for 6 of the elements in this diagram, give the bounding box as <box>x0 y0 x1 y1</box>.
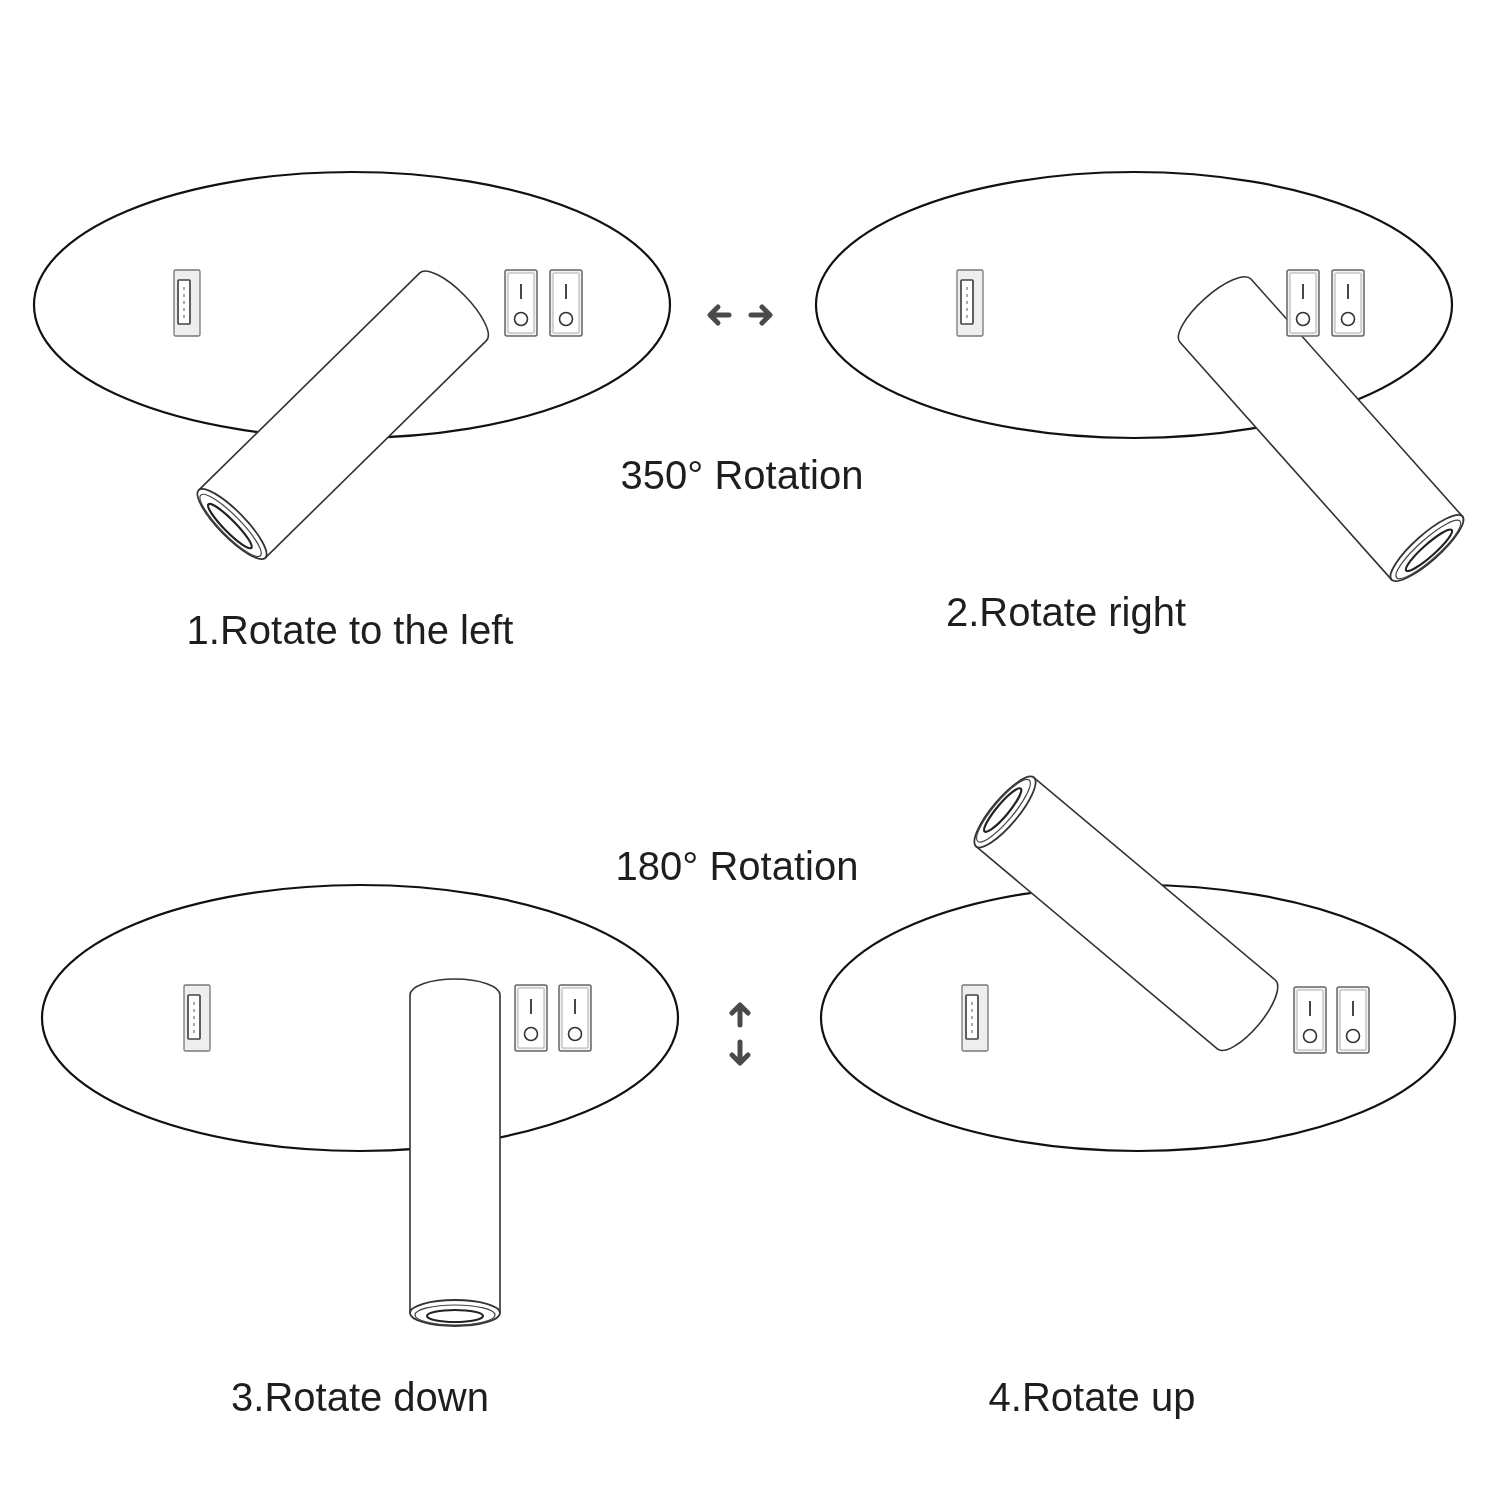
step-caption: 1.Rotate to the left <box>186 607 514 653</box>
step-caption: 2.Rotate right <box>945 589 1187 635</box>
step-caption: 4.Rotate up <box>988 1374 1196 1420</box>
step-caption: 3.Rotate down <box>231 1374 489 1420</box>
rotation-angle-label: 350° Rotation <box>620 452 864 498</box>
rotation-angle-label: 180° Rotation <box>615 843 859 889</box>
